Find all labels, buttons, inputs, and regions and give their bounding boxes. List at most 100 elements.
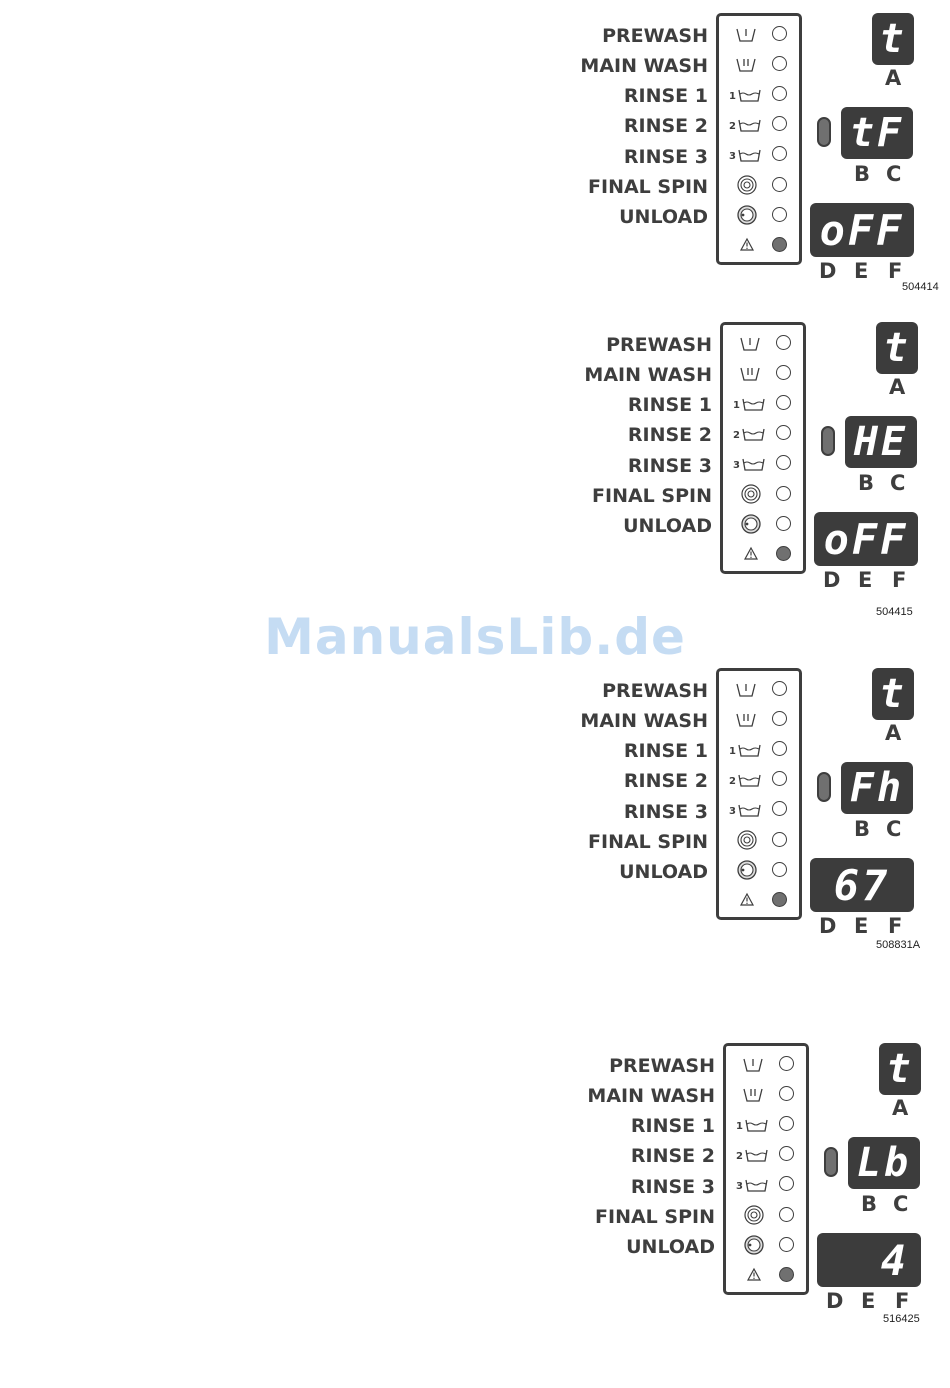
display-bc: Lb	[848, 1137, 920, 1189]
unload-icon	[744, 1235, 764, 1255]
display-def: oFF	[810, 203, 914, 257]
unload-icon	[737, 205, 757, 225]
segment-label-d: D	[826, 1289, 844, 1313]
label-rinse-3: RINSE 3	[630, 1176, 715, 1198]
segment-label-d: D	[823, 568, 841, 592]
rinse-number: 2	[729, 776, 736, 787]
display-a: t	[872, 13, 914, 65]
warning-icon	[743, 546, 759, 560]
watermark: ManualsLib.de	[264, 608, 686, 666]
segment-label-c: C	[886, 162, 902, 186]
main-wash-icon	[736, 713, 756, 727]
label-prewash: PREWASH	[602, 25, 708, 47]
segment-label-d: D	[819, 914, 837, 938]
control-panel-2: PREWASH MAIN WASH RINSE 1 RINSE 2 RINSE …	[584, 322, 950, 622]
warning-icon	[739, 237, 755, 251]
led-final-spin	[772, 177, 787, 192]
cycle-indicator-box: 1 2 3	[723, 1043, 809, 1295]
cycle-indicator-box: 1 2 3	[716, 668, 802, 920]
rinse-number: 3	[729, 806, 736, 817]
rinse-3-icon: 3	[729, 804, 761, 817]
display-a: t	[879, 1043, 921, 1095]
control-panel-4: PREWASH MAIN WASH RINSE 1 RINSE 2 RINSE …	[587, 1043, 950, 1343]
label-final-spin: FINAL SPIN	[588, 831, 708, 853]
selector-button[interactable]	[824, 1147, 838, 1177]
segment-label-c: C	[890, 471, 906, 495]
led-rinse-3	[779, 1176, 794, 1191]
rinse-1-icon: 1	[733, 398, 765, 411]
warning-icon	[739, 892, 755, 906]
rinse-number: 2	[733, 430, 740, 441]
figure-reference: 504415	[876, 606, 913, 618]
led-rinse-3	[776, 455, 791, 470]
rinse-number: 3	[736, 1181, 743, 1192]
segment-label-b: B	[861, 1192, 878, 1216]
segment-label-f: F	[895, 1289, 910, 1313]
figure-reference: 516425	[883, 1313, 920, 1325]
led-rinse-1	[772, 741, 787, 756]
led-rinse-3	[772, 801, 787, 816]
segment-label-e: E	[858, 568, 873, 592]
label-unload: UNLOAD	[623, 515, 712, 537]
selector-button[interactable]	[821, 426, 835, 456]
final-spin-icon	[737, 175, 757, 195]
segment-label-b: B	[858, 471, 875, 495]
label-rinse-1: RINSE 1	[630, 1115, 715, 1137]
selector-button[interactable]	[817, 117, 831, 147]
label-rinse-1: RINSE 1	[623, 740, 708, 762]
led-final-spin	[779, 1207, 794, 1222]
led-rinse-1	[779, 1116, 794, 1131]
label-main-wash: MAIN WASH	[587, 1085, 715, 1107]
label-main-wash: MAIN WASH	[584, 364, 712, 386]
led-main-wash	[772, 56, 787, 71]
segment-label-e: E	[861, 1289, 876, 1313]
rinse-number: 1	[729, 746, 736, 757]
rinse-1-icon: 1	[729, 744, 761, 757]
segment-label-e: E	[854, 259, 869, 283]
final-spin-icon	[741, 484, 761, 504]
led-rinse-3	[772, 146, 787, 161]
prewash-icon	[736, 683, 756, 697]
segment-label-f: F	[892, 568, 907, 592]
figure-reference: 508831A	[876, 939, 921, 951]
prewash-icon	[740, 337, 760, 351]
led-warning	[772, 237, 787, 252]
led-unload	[772, 862, 787, 877]
rinse-3-icon: 3	[736, 1179, 768, 1192]
led-main-wash	[779, 1086, 794, 1101]
label-unload: UNLOAD	[619, 206, 708, 228]
selector-button[interactable]	[817, 772, 831, 802]
display-def: 4	[817, 1233, 921, 1287]
led-rinse-1	[776, 395, 791, 410]
rinse-1-icon: 1	[736, 1119, 768, 1132]
rinse-1-icon: 1	[729, 89, 761, 102]
led-prewash	[772, 681, 787, 696]
cycle-indicator-box: 1 2 3	[720, 322, 806, 574]
rinse-number: 2	[729, 121, 736, 132]
label-final-spin: FINAL SPIN	[595, 1206, 715, 1228]
label-rinse-2: RINSE 2	[623, 115, 708, 137]
rinse-2-icon: 2	[733, 428, 765, 441]
label-rinse-3: RINSE 3	[623, 146, 708, 168]
led-prewash	[772, 26, 787, 41]
led-rinse-1	[772, 86, 787, 101]
rinse-2-icon: 2	[729, 774, 761, 787]
label-unload: UNLOAD	[619, 861, 708, 883]
display-bc: HE	[845, 416, 917, 468]
led-rinse-2	[776, 425, 791, 440]
label-rinse-3: RINSE 3	[627, 455, 712, 477]
led-main-wash	[772, 711, 787, 726]
display-bc: tF	[841, 107, 913, 159]
label-rinse-2: RINSE 2	[630, 1145, 715, 1167]
led-warning	[779, 1267, 794, 1282]
warning-icon	[746, 1267, 762, 1281]
figure-reference: 504414	[902, 281, 939, 293]
rinse-3-icon: 3	[733, 458, 765, 471]
control-panel-1: PREWASH MAIN WASH RINSE 1 RINSE 2 RINSE …	[580, 13, 950, 313]
unload-icon	[737, 860, 757, 880]
prewash-icon	[743, 1058, 763, 1072]
display-a: t	[872, 668, 914, 720]
label-rinse-1: RINSE 1	[623, 85, 708, 107]
rinse-3-icon: 3	[729, 149, 761, 162]
segment-label-e: E	[854, 914, 869, 938]
